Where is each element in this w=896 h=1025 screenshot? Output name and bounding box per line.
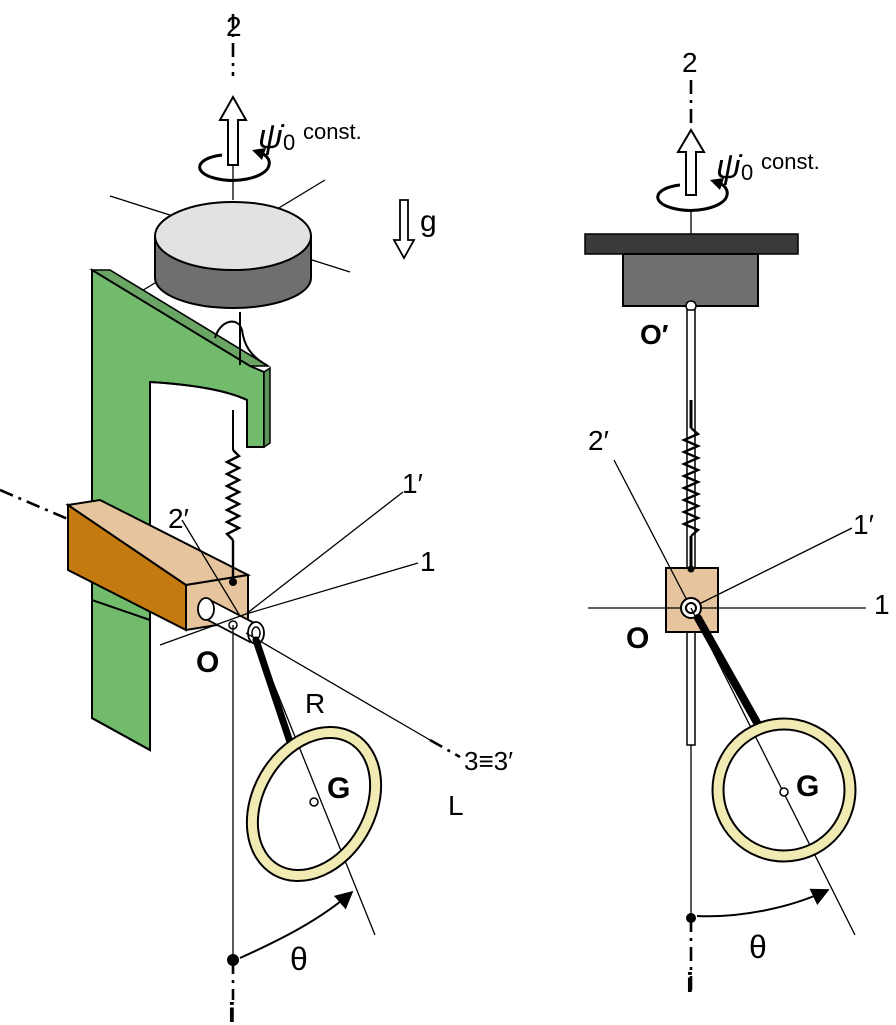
left-theta-arc <box>239 890 354 959</box>
right-point-G <box>779 787 789 797</box>
gravity-arrow-icon <box>392 199 416 260</box>
left-rotation-swirl-icon <box>198 150 271 182</box>
left-bottom-dot <box>227 954 239 966</box>
right-spring-pin <box>687 565 695 573</box>
right-line-2prime <box>613 459 692 609</box>
right-label-2prime: 2′ <box>588 425 609 456</box>
frame-notch <box>214 320 269 367</box>
right-figure: 2 ψ̇ 0 const. O′ 2′ 1′ 1 O <box>584 47 890 998</box>
left-psi-subscript: 0 <box>283 130 295 155</box>
right-line-1prime <box>690 527 853 609</box>
left-axis-3-dash <box>429 738 461 759</box>
left-line-2prime <box>181 519 241 617</box>
left-label-theta: θ <box>290 941 308 977</box>
right-axis-2-label: 2 <box>682 47 698 78</box>
gravity-label: g <box>420 205 437 238</box>
left-axis-3-line <box>245 632 431 741</box>
left-spring-pin <box>229 578 237 586</box>
frame-slot-edge <box>149 381 248 401</box>
left-swirl-head-icon <box>252 148 266 160</box>
right-ring <box>713 719 855 861</box>
left-label-i: i <box>228 997 236 1025</box>
left-ring <box>247 727 381 881</box>
right-label-1prime: 1′ <box>853 509 874 540</box>
left-rotation-arrow-icon <box>218 94 248 166</box>
left-spring <box>224 449 242 541</box>
right-label-Oprime: O′ <box>640 319 669 350</box>
left-label-L: L <box>448 790 464 821</box>
right-psi-symbol: ψ̇ <box>716 148 743 186</box>
left-pendulum-axis <box>255 639 376 936</box>
top-disk-face <box>154 201 312 271</box>
left-label-O: O <box>196 646 219 679</box>
right-rotation-arrow-icon <box>676 128 706 196</box>
right-pendulum-rod <box>694 614 764 732</box>
left-label-G: G <box>327 772 350 805</box>
right-swirl-head-icon <box>710 178 724 190</box>
left-label-1: 1 <box>420 546 436 577</box>
left-const-label: const. <box>303 119 362 144</box>
left-label-3: 3≡3′ <box>464 746 513 776</box>
left-label-1prime: 1′ <box>402 468 423 499</box>
right-label-i: i <box>686 967 694 998</box>
left-axis-2-label: 2 <box>226 11 242 42</box>
right-const-label: const. <box>761 149 820 174</box>
right-rotation-swirl-icon <box>656 180 729 212</box>
left-line-1 <box>245 562 419 615</box>
right-theta-arc <box>696 888 830 918</box>
left-psi-symbol: ψ̇ <box>258 118 285 156</box>
right-bottom-dot <box>686 913 696 923</box>
right-label-O: O <box>626 622 649 655</box>
frame-lower-leg <box>91 598 151 752</box>
right-psi-subscript: 0 <box>741 160 753 185</box>
frame-side-edge <box>263 366 271 449</box>
left-point-G <box>309 797 319 807</box>
left-label-2prime: 2′ <box>168 503 189 534</box>
left-label-R: R <box>305 688 325 719</box>
right-spring <box>680 427 702 537</box>
right-label-theta: θ <box>749 929 767 965</box>
right-gray-block <box>622 253 759 307</box>
right-pendulum-axis <box>690 607 856 936</box>
left-figure: 2 ψ̇ 0 const. g <box>0 11 513 1025</box>
left-pendulum-rod <box>252 636 294 746</box>
right-ceiling-plate <box>584 233 799 255</box>
left-line-O-ref <box>159 613 247 646</box>
left-axis-3-back <box>0 488 71 522</box>
right-label-G: G <box>796 770 819 803</box>
left-shaft-end <box>197 597 215 621</box>
left-line-1prime <box>245 491 404 615</box>
right-label-1: 1 <box>874 589 890 620</box>
